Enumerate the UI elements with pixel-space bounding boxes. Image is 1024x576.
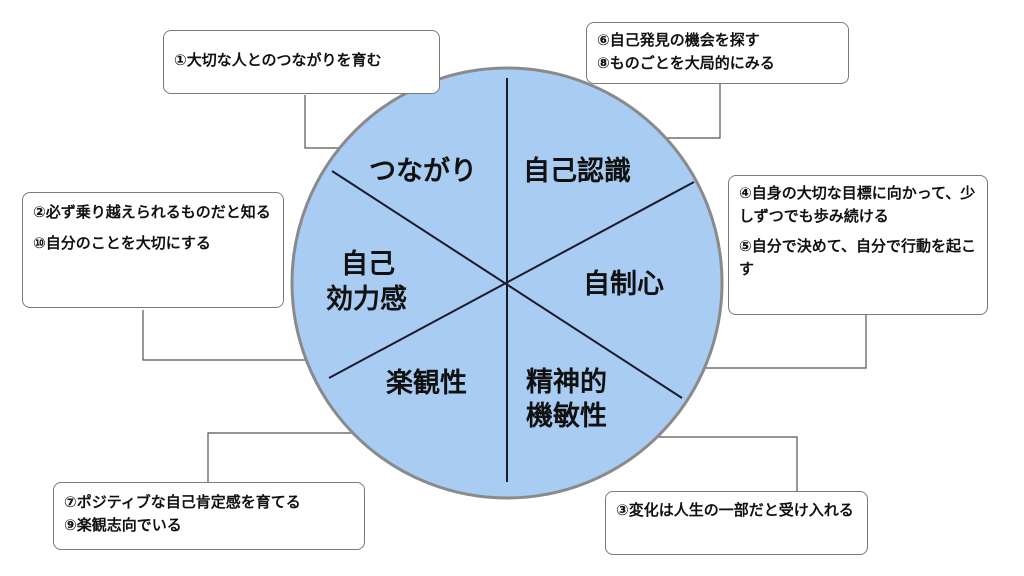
note-1-text: ①大切な人とのつながりを育む (174, 51, 382, 69)
connector-lines (142, 83, 867, 491)
segment-label-seishinteki-1: 精神的 (526, 367, 607, 398)
divider-diagonal-a (331, 170, 683, 399)
segment-label-jiko-kouryokukan-2: 効力感 (326, 284, 407, 315)
connector-n2-n10 (142, 310, 322, 361)
segment-label-rakkansei: 楽観性 (386, 368, 467, 399)
connector-n7-n9 (207, 432, 380, 488)
segment-label-tsunagari: つながり (369, 156, 477, 187)
divider-diagonal-b (328, 181, 695, 379)
note-6-text: ⑥自己発見の機会を探す (597, 31, 760, 49)
connector-n4-n5 (688, 315, 867, 369)
note-3-text: ③変化は人生の一部だと受け入れる (616, 501, 854, 519)
note-box-7-9: ⑦ポジティブな自己肯定感を育てる ⑨楽観志向でいる (53, 482, 365, 550)
note-4-text: ④自身の大切な目標に向かって、少しずつでも歩み続ける (739, 184, 976, 226)
note-9-text: ⑨楽観志向でいる (64, 516, 182, 535)
note-5-text: ⑤自分で決めて、自分で行動を起こす (739, 236, 976, 278)
note-8-text: ⑧ものごとを大局的にみる (597, 54, 775, 73)
segment-label-jiseishin: 自制心 (583, 269, 664, 300)
note-box-4-5: ④自身の大切な目標に向かって、少しずつでも歩み続ける ⑤自分で決めて、自分で行動… (728, 175, 988, 315)
segment-label-seishinteki-2: 機敏性 (526, 401, 607, 432)
note-box-6-8: ⑥自己発見の機会を探す ⑧ものごとを大局的にみる (586, 22, 849, 84)
note-box-2-10: ②必ず乗り越えられるものだと知る ⑩自分のことを大切にする (22, 192, 284, 308)
segment-label-jiko-ninshiki: 自己認識 (523, 156, 631, 187)
note-2-text: ②必ず乗り越えられるものだと知る (33, 203, 271, 221)
connector-n3 (625, 436, 798, 491)
note-10-text: ⑩自分のことを大切にする (33, 234, 211, 253)
note-box-3: ③変化は人生の一部だと受け入れる (605, 491, 868, 555)
segment-label-jiko-kouryokukan-1: 自己 (341, 249, 395, 280)
note-box-1: ①大切な人とのつながりを育む (163, 30, 440, 94)
wheel-dividers (328, 78, 695, 482)
note-7-text: ⑦ポジティブな自己肯定感を育てる (64, 493, 301, 511)
connector-n6-n8 (648, 83, 721, 139)
